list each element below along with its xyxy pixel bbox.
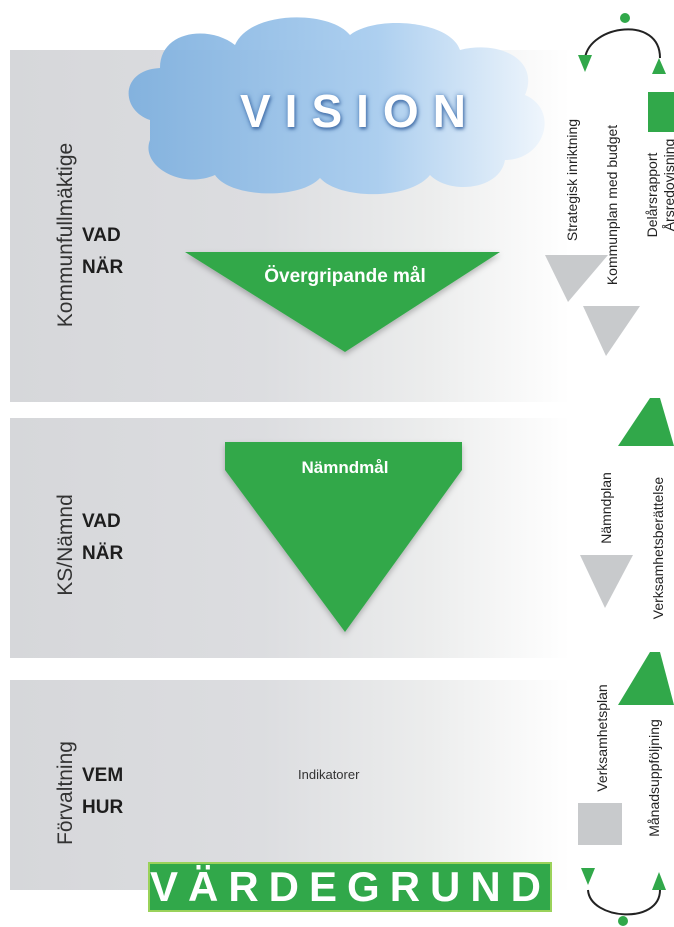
manadsuppfoljning-up-arrow-icon — [618, 652, 674, 705]
cycle-top-down-arrow-icon — [578, 55, 592, 72]
indikatorer-label: Indikatorer — [298, 767, 360, 782]
kw-forvaltning: VEM HUR — [82, 760, 123, 824]
kw-hur: HUR — [82, 797, 124, 818]
kw-ks-namnd: VAD NÄR — [82, 506, 123, 570]
namndmal-triangle — [225, 442, 462, 632]
verksamhetsberattelse-up-arrow-icon — [618, 398, 674, 446]
band-label-forvaltning: Förvaltning — [54, 741, 77, 845]
label-namndplan: Nämndplan — [598, 472, 614, 544]
label-kommunplan-med-budget: Kommunplan med budget — [604, 124, 620, 286]
namndplan-down-arrow-icon — [580, 555, 633, 608]
label-manadsuppfoljning: Månadsuppföljning — [646, 719, 662, 837]
vardegrund-banner: VÄRDEGRUND — [148, 862, 552, 912]
kw-vem: VEM — [82, 765, 124, 786]
cycle-top-dot-icon — [620, 13, 630, 23]
cycle-bottom-up-arrow-icon — [652, 872, 666, 890]
namndmal-label: Nämndmål — [301, 458, 389, 477]
label-delarsrapport: Delårsrapport — [644, 152, 660, 238]
delarsrapport-square-icon — [648, 92, 674, 132]
label-arsredovisning: Årsredovisning — [661, 138, 674, 232]
kw-nar: NÄR — [82, 257, 124, 278]
kommunplan-down-arrow-icon — [583, 306, 640, 356]
label-verksamhetsplan: Verksamhetsplan — [594, 684, 610, 792]
band-label-ks-namnd: KS/Nämnd — [54, 494, 77, 596]
kw-kommunfullmaktige: VAD NÄR — [82, 220, 123, 284]
cycle-bottom-dot-icon — [618, 916, 628, 926]
vision-cloud — [128, 17, 545, 195]
cycle-bottom-icon — [587, 889, 661, 916]
band-label-kommunfullmaktige: Kommunfullmäktige — [54, 142, 77, 328]
cycle-top-up-arrow-icon — [652, 58, 666, 74]
label-strategisk-inriktning: Strategisk inriktning — [564, 118, 580, 242]
strategisk-down-arrow-icon — [545, 255, 608, 302]
band-forvaltning — [10, 680, 570, 890]
cycle-bottom-down-arrow-icon — [581, 868, 595, 885]
kw-vad: VAD — [82, 225, 121, 246]
kw-nar: NÄR — [82, 543, 124, 564]
label-verksamhetsberattelse: Verksamhetsberättelse — [650, 476, 666, 620]
verksamhetsplan-square-icon — [578, 803, 622, 845]
overgripande-mal-label: Övergripande mål — [264, 266, 426, 287]
vision-title: VISION — [240, 85, 480, 137]
cycle-top-icon — [584, 28, 661, 59]
kw-vad: VAD — [82, 511, 121, 532]
overgripande-mal-triangle — [185, 252, 500, 352]
